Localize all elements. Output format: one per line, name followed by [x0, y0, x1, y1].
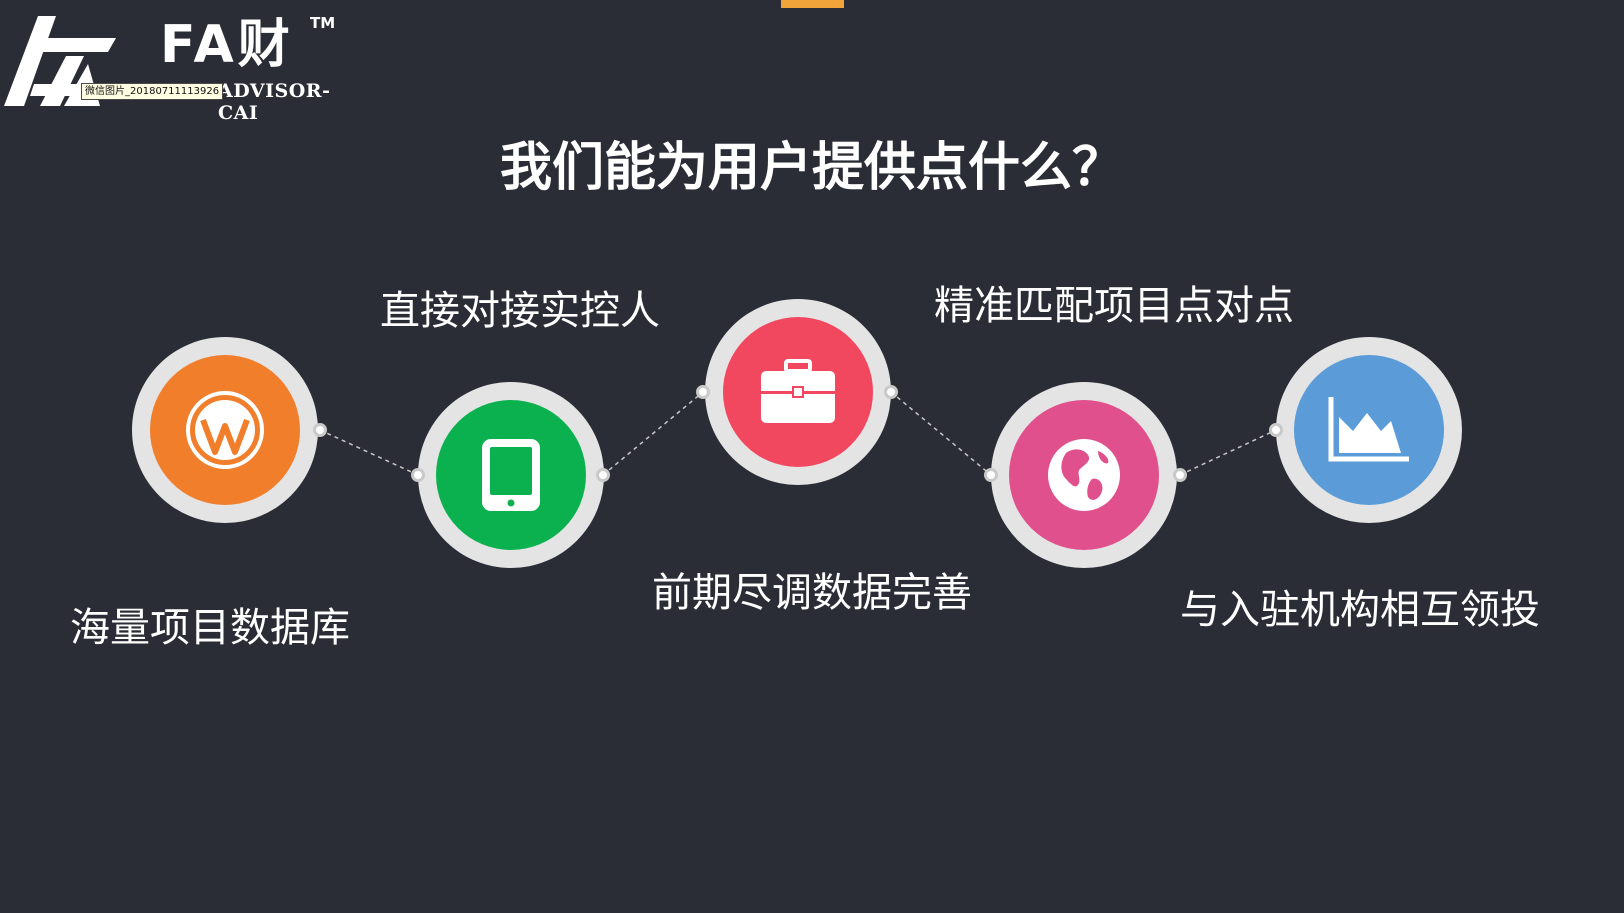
connector-dot: [313, 423, 327, 437]
caption-controller: 直接对接实控人: [380, 288, 660, 334]
node-core: [723, 317, 873, 467]
node-core: [1009, 400, 1159, 550]
page-title: 我们能为用户提供点什么？: [499, 138, 1124, 198]
node-core: [436, 400, 586, 550]
trademark-mark: TM: [310, 14, 336, 32]
connector-dot: [696, 385, 710, 399]
wordpress-icon: [186, 391, 264, 469]
caption-database: 海量项目数据库: [70, 605, 350, 651]
brand-name: FA财: [160, 15, 294, 75]
tablet-icon: [482, 439, 540, 511]
feature-node-matching: [991, 382, 1177, 568]
brand-logo: FA财 TM ADVISOR-CAI 微信图片_20180711113926: [0, 0, 360, 124]
top-accent-bar: [781, 0, 844, 8]
connector-dot: [1173, 468, 1187, 482]
connector-dot: [884, 385, 898, 399]
fa-logo-mark: [4, 16, 116, 106]
connector-dot: [596, 468, 610, 482]
caption-matching: 精准匹配项目点对点: [934, 283, 1294, 329]
area-chart-icon: [1328, 397, 1409, 462]
image-name-tooltip: 微信图片_20180711113926: [81, 83, 224, 100]
feature-node-co-invest: [1276, 337, 1462, 523]
caption-due-diligence: 前期尽调数据完善: [652, 570, 972, 616]
feature-node-database: [132, 337, 318, 523]
connector-dot: [411, 468, 425, 482]
brand-subtitle: ADVISOR-CAI: [218, 80, 331, 124]
globe-icon: [1048, 439, 1120, 511]
node-core: [1294, 355, 1444, 505]
connector-dot: [1269, 423, 1283, 437]
node-core: [150, 355, 300, 505]
feature-node-due-diligence: [705, 299, 891, 485]
feature-node-controller: [418, 382, 604, 568]
connector-dot: [984, 468, 998, 482]
briefcase-icon: [761, 359, 835, 423]
caption-co-invest: 与入驻机构相互领投: [1180, 587, 1540, 633]
